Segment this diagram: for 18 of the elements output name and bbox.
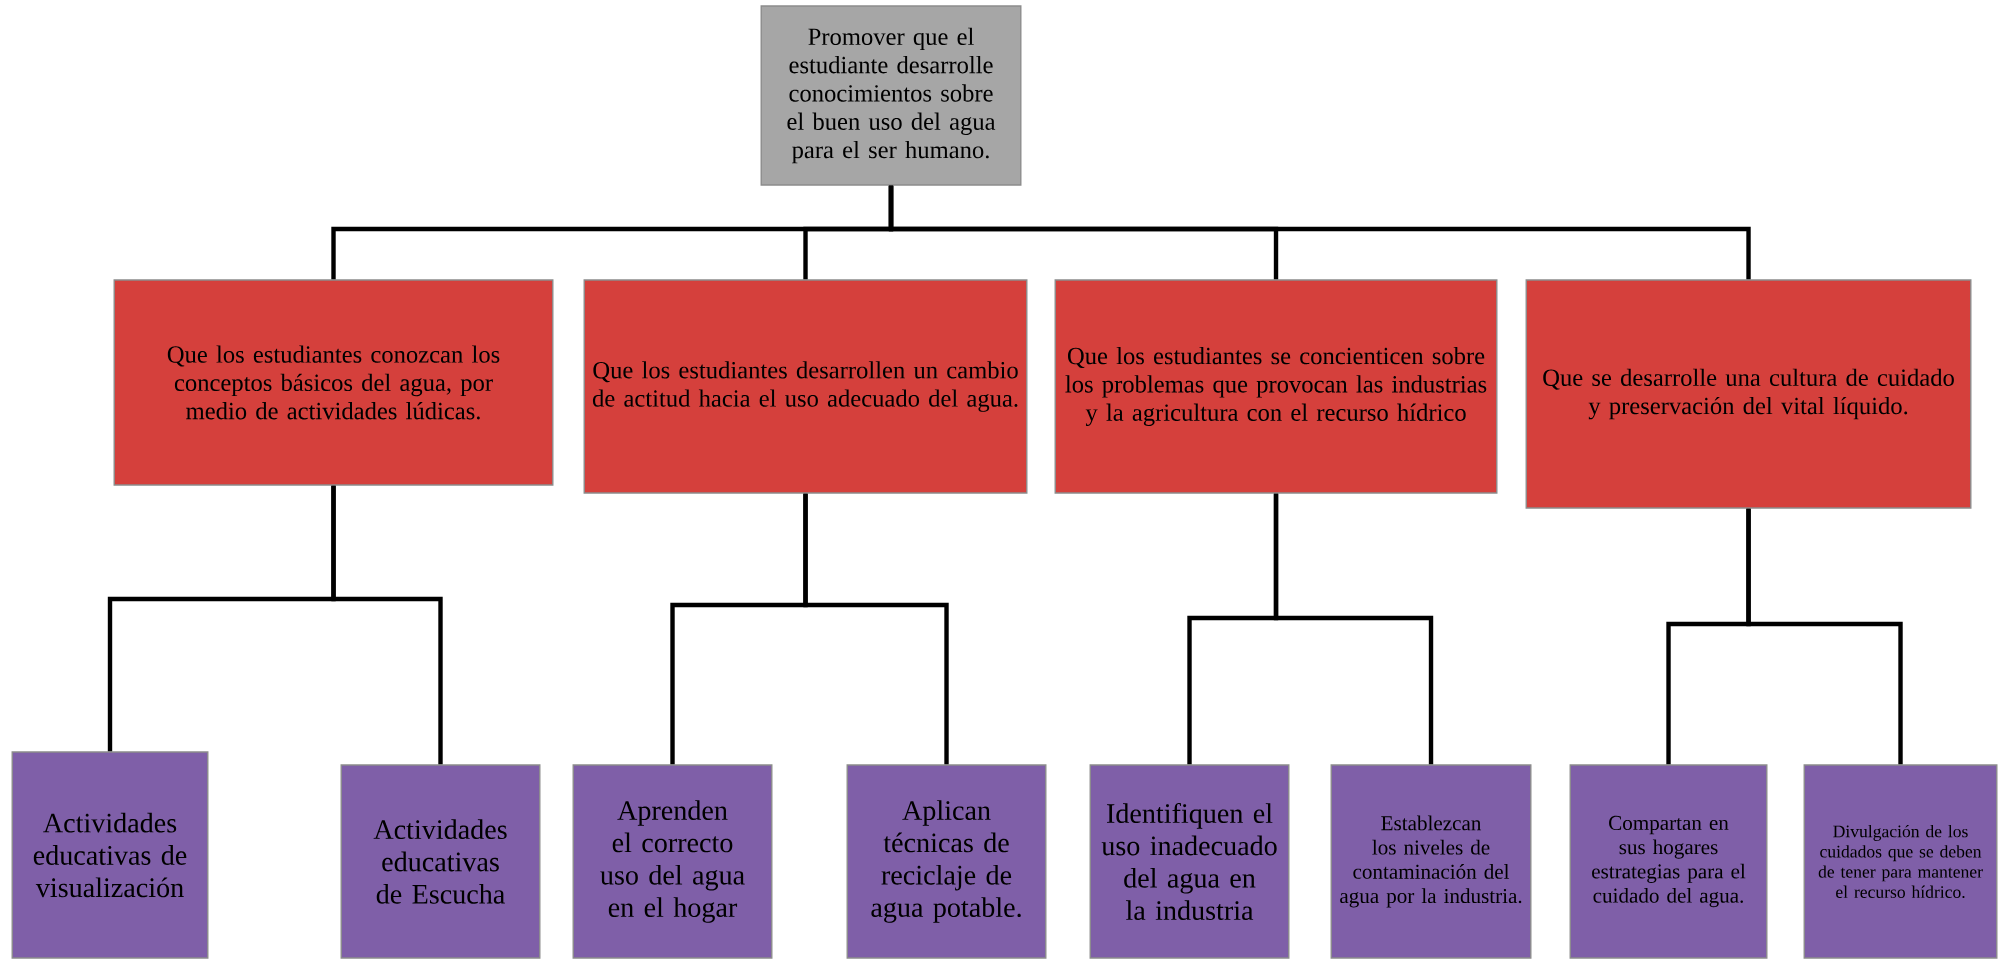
connector-line (1273, 493, 1434, 765)
activity-box: Aplican técnicas de reciclaje de agua potable. (846, 764, 1047, 959)
connector-line (1746, 508, 1903, 765)
connector-line (331, 485, 443, 765)
goal-box: Promover que el estudiante desarrolle conocimientos sobre el buen uso del agua para el ser humano. (760, 5, 1022, 186)
activity-box: Divulgación de los cuidados que se deben de tener para mantener el recurso hídrico. (1803, 764, 1998, 959)
connector-line (888, 185, 1751, 280)
objective-box: Que los estudiantes desarrollen un cambio de actitud hacia el uso adecuado del agua. (583, 279, 1028, 494)
activity-box: Aprenden el correcto uso del agua en el hogar (572, 764, 773, 959)
objective-box: Que los estudiantes se concienticen sobre los problemas que provocan las industrias y la agricultura con el recurso hídrico (1054, 279, 1498, 494)
connector-line (803, 493, 949, 765)
activity-box: Compartan en sus hogares estrategias para el cuidado del agua. (1569, 764, 1768, 959)
objective-box: Que se desarrolle una cultura de cuidado y preservación del vital líquido. (1525, 279, 1972, 509)
activity-box: Actividades educativas de visualización (11, 751, 209, 959)
activity-box: Actividades educativas de Escucha (340, 764, 541, 959)
activity-box: Identifiquen el uso inadecuado del agua en la industria (1089, 764, 1290, 959)
activity-box: Establezcan los niveles de contaminación del agua por la industria. (1330, 764, 1532, 959)
objective-box: Que los estudiantes conozcan los conceptos básicos del agua, por medio de actividades lúdicas. (113, 279, 554, 486)
